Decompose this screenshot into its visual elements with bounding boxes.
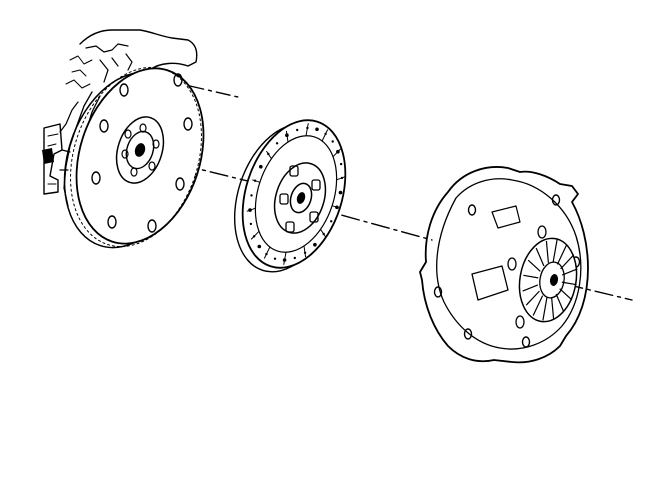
lining-rivet — [331, 140, 334, 143]
lining-rivet — [315, 127, 319, 132]
flywheel-mount-holes — [91, 73, 193, 233]
lining-groove — [285, 130, 289, 143]
lining-rivet — [259, 164, 263, 169]
clutch-disc-icon — [233, 119, 347, 273]
lining-groove — [250, 230, 260, 240]
lining-groove — [321, 129, 329, 142]
lining-rivet — [257, 244, 262, 249]
lining-groove — [331, 205, 340, 209]
lining-rivet — [313, 242, 317, 247]
diaphragm-finger — [535, 247, 545, 267]
diaphragm-finger — [522, 284, 539, 292]
flywheel-icon — [63, 66, 205, 249]
lining-rivet — [296, 128, 299, 132]
diaphragm-finger — [555, 293, 565, 313]
lining-groove — [252, 179, 261, 183]
diaphragm-finger — [525, 290, 540, 306]
friction-lining-texture — [246, 123, 346, 265]
lining-rivet — [273, 257, 277, 260]
lining-groove — [303, 245, 307, 258]
lining-groove — [283, 252, 287, 265]
lining-groove — [332, 148, 342, 158]
lining-rivet — [293, 256, 296, 260]
lining-rivet — [249, 222, 253, 226]
pressure-plate-icon — [419, 166, 589, 364]
diaphragm-finger — [551, 297, 555, 320]
diaphragm-finger — [559, 288, 573, 301]
diaphragm-finger — [545, 240, 549, 263]
lining-groove — [305, 123, 309, 136]
lining-rivet — [250, 194, 253, 197]
lining-groove — [320, 229, 327, 238]
lining-groove — [263, 246, 271, 259]
diaphragm-finger — [527, 259, 541, 272]
flywheel-hub-bolts — [121, 123, 160, 177]
diaphragm-finger — [523, 274, 539, 279]
lining-rivet — [338, 190, 343, 195]
diaphragm-finger — [542, 297, 548, 321]
lining-groove — [336, 176, 346, 181]
lining-rivet — [339, 162, 343, 166]
lining-rivet — [330, 220, 333, 223]
damper-springs — [279, 165, 321, 233]
lining-groove — [246, 207, 256, 212]
diaphragm-finger — [552, 239, 558, 263]
lining-rivet — [275, 142, 279, 145]
lining-groove — [265, 150, 272, 159]
diaphragm-finger — [560, 254, 575, 270]
diaphragm-finger — [532, 295, 544, 316]
diaphragm-finger — [556, 244, 568, 265]
